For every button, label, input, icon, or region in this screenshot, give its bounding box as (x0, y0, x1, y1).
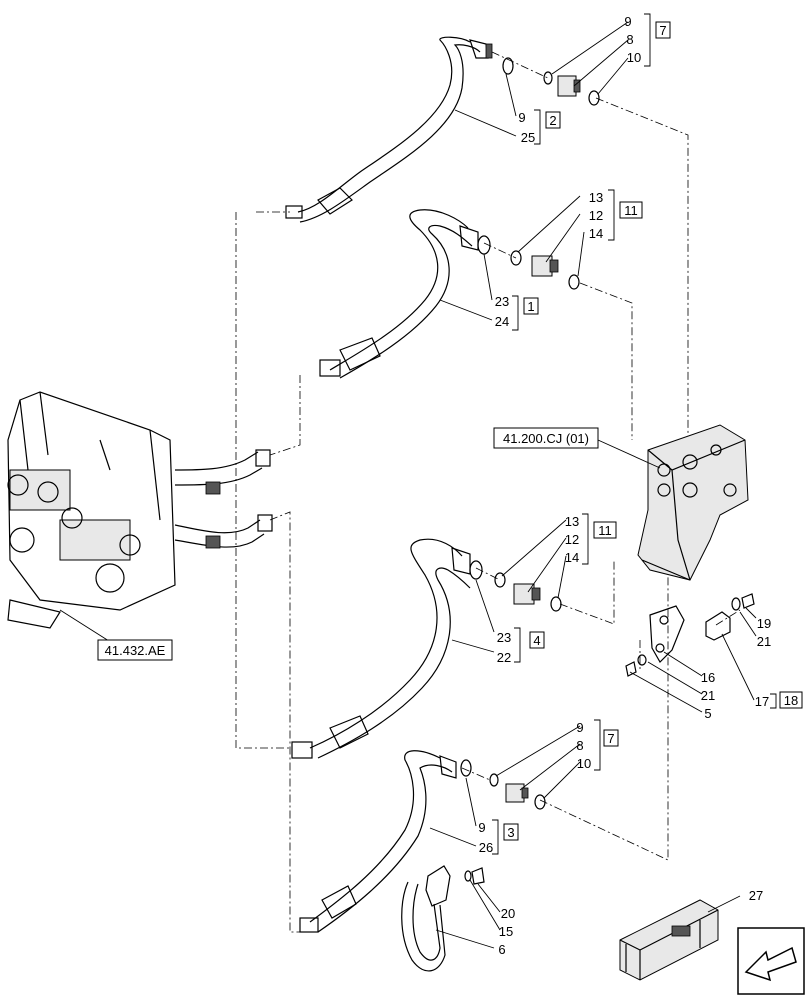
kit-box-4 (529, 631, 545, 649)
kit-number-3: 3 (507, 825, 514, 840)
kit-box-11-lower (593, 521, 617, 539)
kit-box-11-upper (619, 201, 643, 219)
callout-21: 21 (757, 634, 771, 649)
parts-kit-crate-icon (619, 899, 719, 981)
kit-box-7-bottom (603, 729, 619, 747)
adapter-8-top (557, 75, 581, 97)
kit-number-1: 1 (527, 299, 534, 314)
valve-reference-box[interactable] (493, 427, 599, 449)
callout-5: 5 (704, 706, 711, 721)
callout-15: 15 (499, 924, 513, 939)
callout-9: 9 (576, 720, 583, 735)
callout-8: 8 (626, 32, 633, 47)
callout-17: 17 (755, 694, 769, 709)
callout-19: 19 (757, 616, 771, 631)
adapter-12-b (513, 583, 541, 605)
o-ring-14-b (550, 596, 562, 612)
connection-lines (235, 51, 741, 933)
callout-25: 25 (521, 130, 535, 145)
o-ring-13-a (510, 250, 522, 266)
kit-number-7: 7 (607, 731, 614, 746)
o-ring-23-b (469, 560, 483, 580)
callout-8: 8 (576, 738, 583, 753)
kit-number-11: 11 (598, 523, 612, 538)
valve-reference-link[interactable]: 41.200.CJ (01) (503, 431, 589, 446)
o-ring-9-top (502, 57, 514, 75)
kit-number-18: 18 (784, 693, 798, 708)
clamp-bracket (625, 593, 755, 677)
o-ring-13-b (494, 572, 506, 588)
callout-14: 14 (565, 550, 579, 565)
callout-9: 9 (478, 820, 485, 835)
kit-box-7-top (655, 21, 671, 39)
o-ring-9-fitting (543, 71, 553, 85)
kit-box-3 (503, 823, 519, 841)
u-bolt-clamp (401, 865, 485, 972)
o-ring-10-bottom (534, 794, 546, 810)
callout-26: 26 (479, 840, 493, 855)
callout-9: 9 (624, 14, 631, 29)
callout-22: 22 (497, 650, 511, 665)
block-reference-box[interactable] (97, 639, 173, 661)
o-ring-9-bottom (460, 759, 472, 777)
callout-20: 20 (501, 906, 515, 921)
kit-number-2: 2 (549, 113, 556, 128)
control-valve (637, 424, 749, 581)
callout-13: 13 (589, 190, 603, 205)
hose-24 (319, 209, 479, 379)
callout-12: 12 (565, 532, 579, 547)
callout-21: 21 (701, 688, 715, 703)
hose-25 (285, 36, 493, 223)
callout-10: 10 (627, 50, 641, 65)
adapter-8-bottom (505, 783, 529, 803)
block-reference-link[interactable]: 41.432.AE (105, 643, 166, 658)
callout-9: 9 (518, 110, 525, 125)
callout-27: 27 (749, 888, 763, 903)
o-ring-9-fitting-b (489, 773, 499, 787)
callout-13: 13 (565, 514, 579, 529)
previous-page-arrow-icon[interactable] (737, 927, 805, 995)
callout-24: 24 (495, 314, 509, 329)
adapter-12-a (531, 255, 559, 277)
kit-number-7: 7 (659, 23, 666, 38)
callout-6: 6 (498, 942, 505, 957)
o-ring-10-top (588, 90, 600, 106)
callout-brackets (492, 13, 777, 855)
callout-14: 14 (589, 226, 603, 241)
hose-26 (299, 750, 457, 933)
callout-10: 10 (577, 756, 591, 771)
kit-number-4: 4 (533, 633, 540, 648)
kit-number-11: 11 (624, 203, 638, 218)
kit-box-1 (523, 297, 539, 315)
kit-box-18 (779, 691, 803, 709)
callout-12: 12 (589, 208, 603, 223)
kit-box-2 (545, 111, 561, 129)
callout-23: 23 (495, 294, 509, 309)
hydraulic-block (7, 391, 273, 629)
callout-16: 16 (701, 670, 715, 685)
o-ring-14-a (568, 274, 580, 290)
callout-23: 23 (497, 630, 511, 645)
hose-22 (291, 538, 471, 759)
